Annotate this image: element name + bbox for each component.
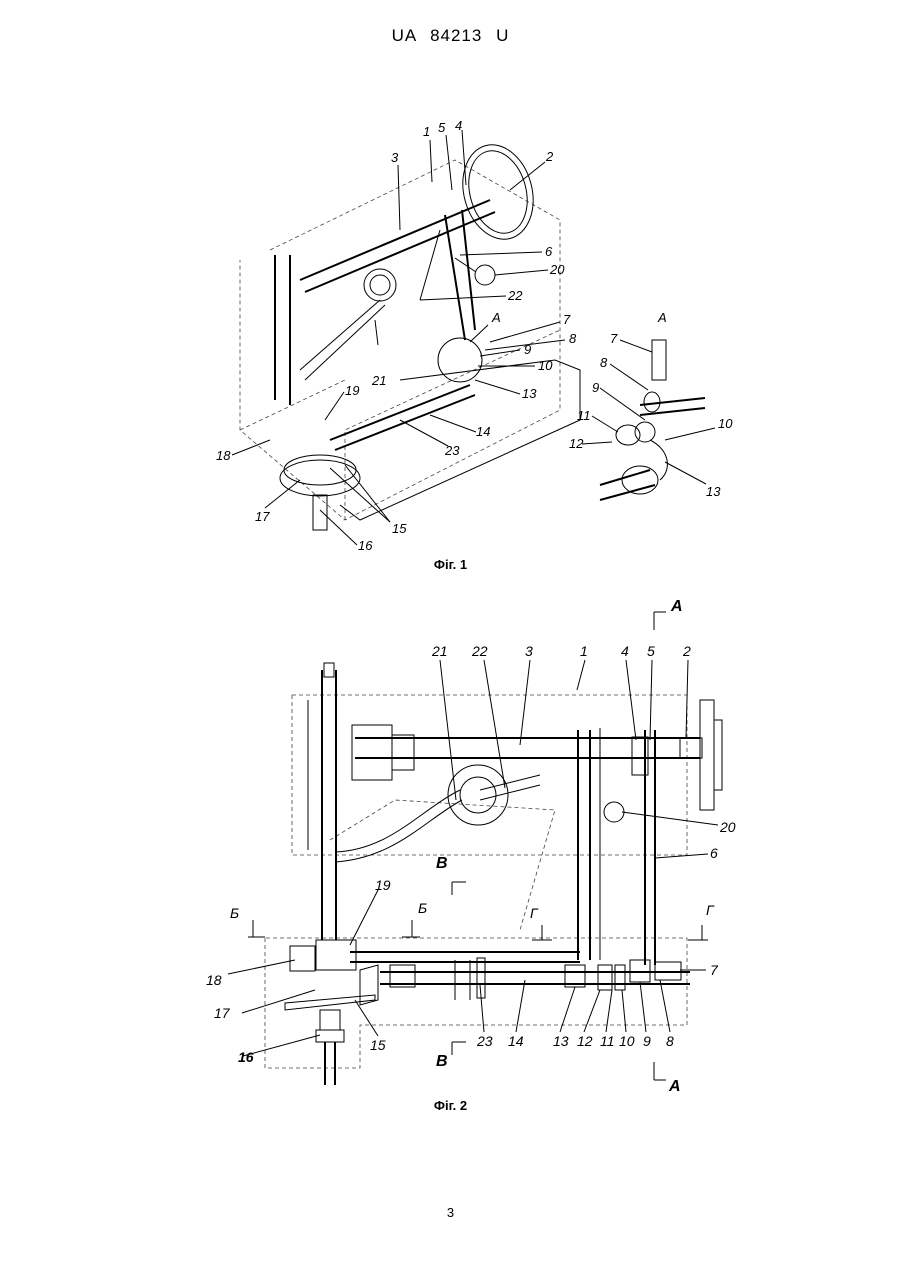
fig2-label: 14 xyxy=(508,1033,524,1049)
fig2-label: 1 xyxy=(580,643,588,659)
fig2-label: 5 xyxy=(647,643,655,659)
figure-2-caption: Фіг. 2 xyxy=(0,1098,901,1113)
fig2-label: 16 xyxy=(238,1049,254,1065)
fig2-label: 20 xyxy=(719,819,736,835)
section-mark: В xyxy=(436,1053,448,1070)
page-number: 3 xyxy=(0,1205,901,1220)
fig2-label: 12 xyxy=(577,1033,593,1049)
fig2-label: 9 xyxy=(643,1033,651,1049)
fig2-label: 8 xyxy=(666,1033,674,1049)
fig2-label: 21 xyxy=(431,643,448,659)
section-mark: Б xyxy=(230,905,239,921)
section-mark: Г xyxy=(706,902,715,918)
fig2-label: 13 xyxy=(553,1033,569,1049)
section-mark: А xyxy=(670,598,683,615)
section-mark: А xyxy=(668,1078,681,1095)
fig2-label: 2 xyxy=(682,643,691,659)
fig2-label: 7 xyxy=(710,962,719,978)
fig2-label: 6 xyxy=(710,845,718,861)
fig2-label: 3 xyxy=(525,643,533,659)
fig2-label: 10 xyxy=(619,1033,635,1049)
fig2-label: 11 xyxy=(600,1033,615,1049)
fig2-label: 22 xyxy=(471,643,488,659)
fig2-label: 19 xyxy=(375,877,391,893)
fig2-label: 15 xyxy=(370,1037,386,1053)
fig2-label: 17 xyxy=(214,1005,231,1021)
section-mark: В xyxy=(436,855,448,872)
fig2-label: 23 xyxy=(476,1033,493,1049)
fig2-label: 18 xyxy=(206,972,222,988)
fig2-label: 4 xyxy=(621,643,629,659)
section-mark: Г xyxy=(530,905,539,921)
section-mark: Б xyxy=(418,900,427,916)
